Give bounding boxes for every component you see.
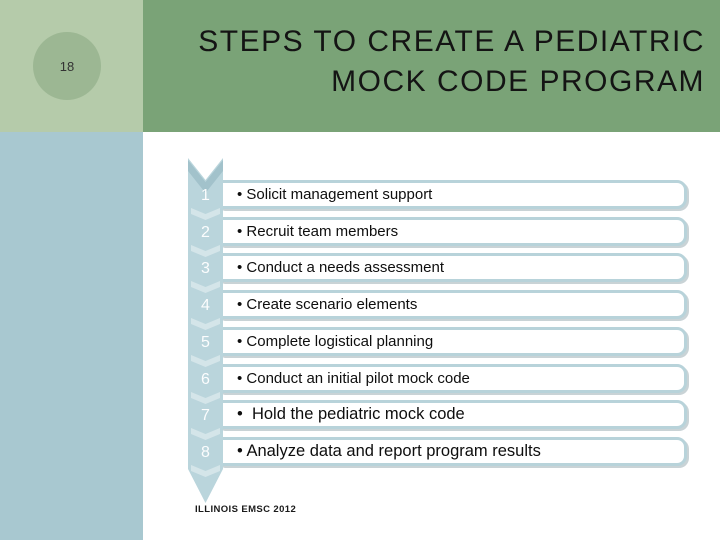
step-number: 2 [201,224,210,241]
chevron-down-icon [191,355,220,367]
step-box: • Analyze data and report program result… [220,437,687,466]
step-label: • Recruit team members [237,223,399,240]
slide-title-line1: STEPS TO CREATE A PEDIATRIC [198,25,705,58]
step-number: 5 [201,334,210,351]
step-number: 8 [201,444,210,461]
step-number: 6 [201,371,210,388]
step-box: • Complete logistical planning [220,327,687,356]
step-box: • Solicit management support [220,180,687,209]
footer-credit: ILLINOIS EMSC 2012 [195,504,297,515]
chevron-down-icon [191,465,220,477]
step-label: • Complete logistical planning [237,333,434,350]
step-number: 3 [201,260,210,277]
step-box: • Conduct an initial pilot mock code [220,364,687,393]
step-label: • Solicit management support [237,186,433,203]
slide-title-line2: MOCK CODE PROGRAM [331,65,705,98]
chevron-down-icon [191,428,220,440]
chevron-down-icon [191,281,220,293]
page-number-block: 18 [0,0,143,132]
title-bar: STEPS TO CREATE A PEDIATRIC MOCK CODE PR… [143,0,720,132]
ribbon: 1 2 3 4 5 6 7 8 [188,158,223,503]
chevron-down-icon [191,318,220,330]
step-label: • Conduct a needs assessment [237,259,445,276]
step-number: 1 [201,187,210,204]
chevron-down-icon [191,208,220,220]
step-number: 7 [201,407,210,424]
step-label: • Analyze data and report program result… [237,442,541,460]
step-box: • Hold the pediatric mock code [220,400,687,429]
step-box: • Recruit team members [220,217,687,246]
step-box: • Conduct a needs assessment [220,253,687,282]
page-number-circle: 18 [33,32,101,100]
step-label: • Create scenario elements [237,296,418,313]
slide-title: STEPS TO CREATE A PEDIATRIC MOCK CODE PR… [198,22,705,102]
step-box: • Create scenario elements [220,290,687,319]
side-band [0,132,143,540]
page-number: 18 [59,58,75,74]
step-label: • Hold the pediatric mock code [237,405,465,423]
chevron-down-icon [191,392,220,404]
step-number: 4 [201,297,210,314]
chevron-down-icon [191,245,220,257]
step-label: • Conduct an initial pilot mock code [237,370,470,387]
